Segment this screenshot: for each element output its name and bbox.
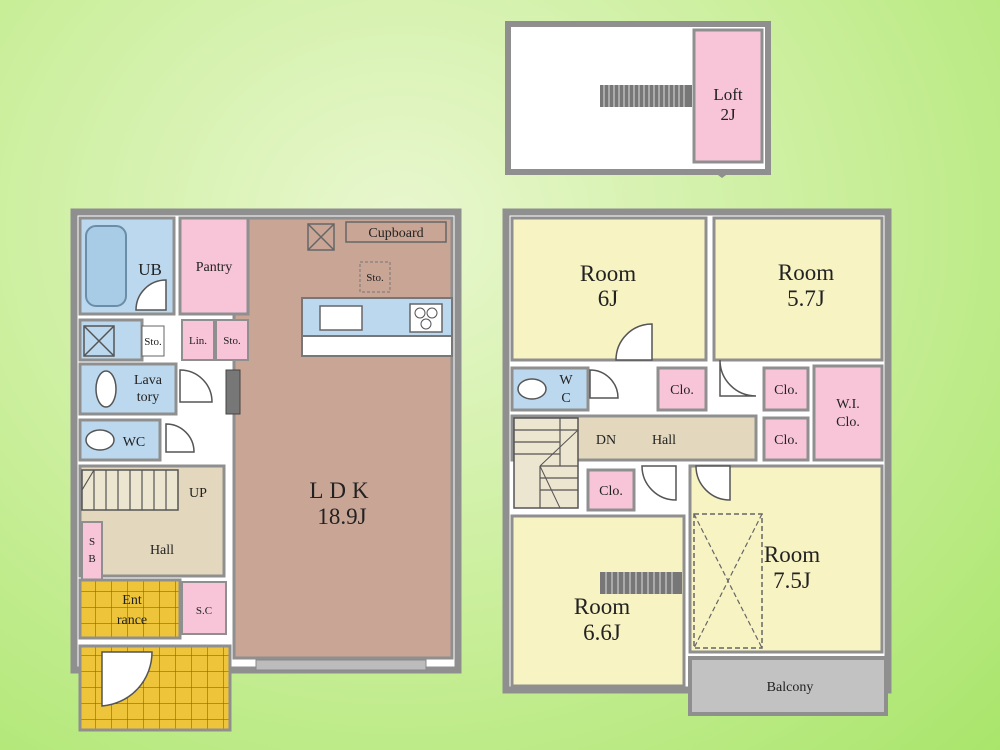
second-floor-wc-label-line1: W (559, 373, 573, 388)
room-75j-size: 7.5J (773, 568, 811, 593)
entrance-label-line2: rance (117, 613, 147, 628)
entrance-label-line1: Ent (122, 593, 142, 608)
first-floor-hall-label: Hall (150, 543, 174, 558)
shoe-box-label-line2: B (88, 553, 95, 565)
linen-closet (181, 319, 215, 361)
vent-icon (307, 223, 335, 251)
closet-2 (762, 366, 810, 412)
lavatory-label-line2: tory (137, 390, 160, 405)
second-floor-wc-door-icon (589, 369, 619, 399)
room-75j-loft-hatch-icon (693, 513, 763, 649)
ldk-window-sill (255, 659, 427, 671)
bathtub-icon (85, 225, 127, 307)
room-57j (712, 216, 884, 362)
toilet-icon (85, 429, 115, 451)
room-6j (510, 216, 708, 362)
ldk-size: 18.9J (317, 504, 366, 529)
second-floor-wc-label-line2: C (561, 391, 570, 406)
walk-in-closet-label-line2: Clo. (836, 415, 860, 430)
balcony (688, 656, 888, 716)
loft-room (692, 28, 764, 164)
bathroom-door-icon (135, 279, 167, 311)
entry-door-icon (101, 651, 153, 707)
cupboard (345, 221, 447, 243)
storage-closet (215, 319, 249, 361)
shoe-cloak (181, 581, 227, 635)
washer-icon (83, 325, 115, 357)
first-floor-plan: Cupboard Sto. LDK 18.9J UB Pantry Sto. L… (70, 208, 462, 732)
closet-3 (762, 416, 810, 462)
up-label: UP (189, 486, 207, 501)
room-66j-door-icon (641, 465, 677, 501)
utility-storage (141, 325, 165, 357)
balcony-label: Balcony (767, 680, 814, 695)
lavatory-door-icon (179, 369, 213, 403)
room-57j-name: Room (778, 260, 834, 285)
closet-3-label: Clo. (774, 433, 798, 448)
shoe-box-label-line1: S (89, 536, 95, 548)
loft-stair-icon (600, 85, 692, 107)
closet-4-label: Clo. (599, 484, 623, 499)
ldk-room (234, 218, 452, 658)
second-floor-hall-label: Hall (652, 433, 676, 448)
room-66j-size: 6.6J (583, 620, 621, 645)
closet-4 (586, 468, 636, 512)
pantry-label: Pantry (196, 260, 233, 275)
room-75j-name: Room (764, 542, 820, 567)
entrance (78, 578, 182, 640)
room-66j (510, 514, 686, 688)
second-floor-toilet-icon (517, 378, 547, 400)
lavatory (78, 362, 178, 416)
dn-label: DN (596, 433, 616, 448)
closet-1-label: Clo. (670, 383, 694, 398)
loft-marker-icon (714, 172, 730, 178)
shoe-cloak-label: S.C (196, 605, 212, 617)
room-6j-name: Room (580, 261, 636, 286)
room-6j-door-icon (615, 323, 653, 361)
kitchen-counter-front (301, 335, 453, 357)
first-floor-stair-icon (81, 469, 179, 511)
bathroom-label: UB (138, 260, 162, 279)
closet-1 (656, 366, 708, 412)
wc-door-icon (165, 423, 195, 453)
storage-closet-label: Sto. (223, 335, 241, 347)
cupboard-label: Cupboard (368, 226, 423, 241)
lavatory-sink-icon (95, 370, 117, 408)
room-66j-name: Room (574, 594, 630, 619)
loft-plan: Loft 2J (505, 21, 771, 178)
kitchen-storage-label: Sto. (366, 272, 384, 284)
walk-in-closet-label-line1: W.I. (836, 397, 860, 412)
pantry (178, 216, 250, 316)
sink-icon (319, 305, 363, 331)
room-57j-size: 5.7J (787, 286, 825, 311)
room-6j-size: 6J (598, 286, 619, 311)
hall-shelf (225, 369, 241, 415)
first-floor-wc-label: WC (123, 435, 146, 450)
lavatory-label-line1: Lava (134, 373, 163, 388)
second-floor-stair-icon (513, 417, 579, 509)
kitchen-storage (359, 261, 391, 293)
loft-label: Loft (713, 85, 743, 104)
room-75j-door-icon (695, 465, 731, 501)
utility-storage-label: Sto. (144, 336, 162, 348)
walk-in-closet (812, 364, 884, 462)
second-floor-plan: Room 6J Room 5.7J W C DN Hall Clo. Clo. … (502, 208, 892, 716)
room-57j-door-icon (719, 359, 757, 397)
ldk-label: LDK (309, 478, 374, 503)
loft-size: 2J (720, 105, 736, 124)
room-66j-stair-icon (600, 572, 682, 594)
linen-closet-label: Lin. (189, 335, 207, 347)
stove-icon (409, 303, 443, 333)
closet-2-label: Clo. (774, 383, 798, 398)
